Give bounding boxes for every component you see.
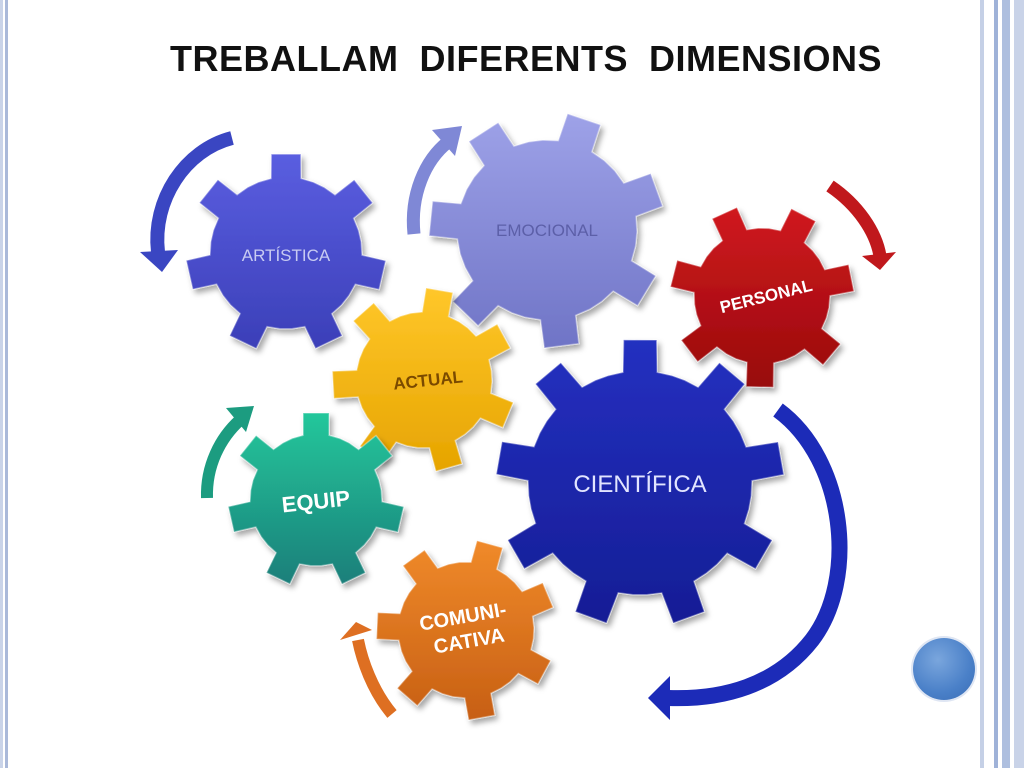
gear-cientifica-shape — [495, 339, 785, 625]
arrow-comunicativa — [340, 622, 397, 718]
label-cientifica: CIENTÍFICA — [573, 471, 706, 498]
gear-equip — [227, 412, 405, 586]
arrow-equip — [200, 406, 254, 499]
slide-title: TREBALLAM DIFERENTS DIMENSIONS — [170, 38, 883, 79]
gear-actual — [331, 287, 515, 473]
arrow-emocional — [406, 126, 462, 235]
gear-emocional-shape — [428, 112, 664, 349]
gear-equip-shape — [227, 412, 405, 586]
gear-cientifica — [495, 339, 785, 625]
gear-emocional — [428, 112, 664, 349]
gear-artistica-shape — [185, 153, 387, 350]
gear-personal — [669, 206, 855, 389]
gear-personal-shape — [669, 206, 855, 389]
label-emocional: EMOCIONAL — [496, 221, 598, 240]
gear-artistica — [185, 153, 387, 350]
arrow-personal — [826, 180, 896, 270]
slide-border-right — [976, 0, 1024, 768]
corner-dot-decoration — [913, 638, 975, 700]
gear-actual-shape — [331, 287, 515, 473]
arrow-cientifica — [648, 403, 848, 720]
arrow-artistica — [140, 131, 235, 272]
gear-comunicativa — [375, 539, 555, 721]
label-artistica: ARTÍSTICA — [242, 246, 331, 265]
gear-comunicativa-shape — [375, 539, 555, 721]
slide-border-left — [0, 0, 8, 768]
